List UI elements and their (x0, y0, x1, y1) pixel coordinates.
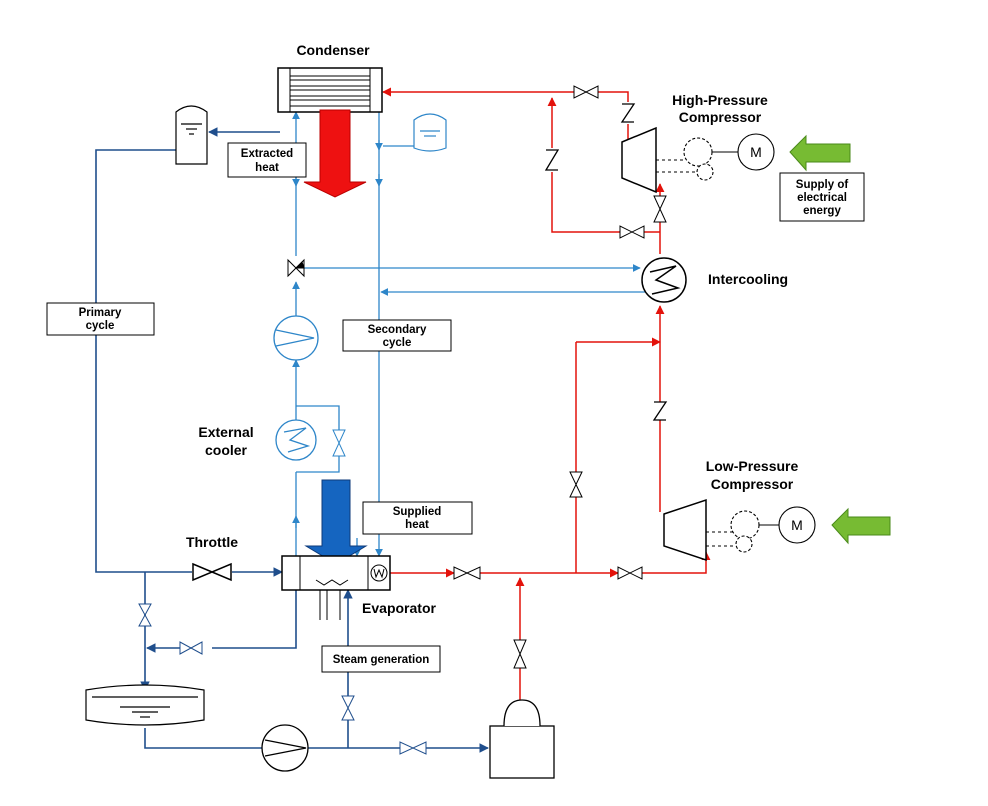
throttle-valve (192, 562, 232, 582)
supply-energy-box: Supply of electrical energy (779, 172, 865, 222)
storage-tank (85, 684, 205, 726)
hp-compressor (621, 126, 657, 194)
supplied-heat-line2: heat (405, 519, 429, 531)
feed-pump (261, 724, 309, 772)
lp-compressor-label-1: Low-Pressure (706, 458, 799, 474)
extracted-heat-box: Extracted heat (227, 142, 307, 178)
three-way-valve (287, 258, 305, 278)
primary-valves (138, 603, 427, 755)
hp-drive (656, 133, 775, 181)
steam-generation-label: Steam generation (333, 654, 430, 666)
check-valves (544, 103, 668, 421)
lp-compressor-label-2: Compressor (711, 476, 794, 492)
hp-compressor-label-1: High-Pressure (672, 92, 768, 108)
condenser (277, 67, 383, 113)
supply-line3: energy (803, 205, 841, 217)
extracted-heat-line1: Extracted (241, 148, 293, 160)
lp-compressor (663, 498, 707, 562)
lp-energy-arrow (831, 507, 891, 545)
hp-energy-arrow (789, 134, 851, 172)
lp-drive (706, 506, 816, 553)
intercooler (641, 257, 687, 303)
extracted-heat-line2: heat (255, 162, 279, 174)
primary-cycle-line2: cycle (86, 320, 115, 332)
external-cooler-label-2: cooler (205, 442, 248, 458)
intercooling-label: Intercooling (708, 271, 788, 287)
hp-compressor-label-2: Compressor (679, 109, 762, 125)
steam-drum (489, 699, 555, 779)
supplied-heat-arrow (304, 479, 368, 565)
expansion-tank (413, 113, 447, 152)
secondary-cycle-line1: Secondary (368, 324, 427, 336)
hp-motor-symbol: M (750, 144, 762, 160)
supply-line1: Supply of (796, 179, 849, 191)
external-cooler (275, 419, 317, 461)
steam-generation-box: Steam generation (321, 645, 441, 673)
primary-cycle-lines (95, 127, 489, 753)
secondary-cycle-lines (292, 111, 645, 557)
secondary-cycle-box: Secondary cycle (342, 319, 452, 352)
secondary-pump (273, 315, 319, 361)
receiver-tank (175, 105, 208, 165)
external-cooler-label-1: External (198, 424, 253, 440)
extracted-heat-arrow (303, 109, 367, 198)
secondary-cycle-line2: cycle (383, 337, 412, 349)
lp-motor-symbol: M (791, 517, 803, 533)
evaporator-label: Evaporator (362, 600, 436, 616)
supply-line2: electrical (797, 192, 847, 204)
supplied-heat-box: Supplied heat (362, 501, 473, 535)
condenser-label: Condenser (296, 42, 370, 58)
cooler-bypass-valve (332, 429, 346, 457)
vapour-valves (453, 85, 667, 669)
throttle-label: Throttle (186, 534, 238, 550)
primary-cycle-box: Primary cycle (46, 302, 155, 336)
supplied-heat-line1: Supplied (393, 506, 442, 518)
primary-cycle-line1: Primary (79, 307, 122, 319)
evaporator (281, 555, 391, 620)
